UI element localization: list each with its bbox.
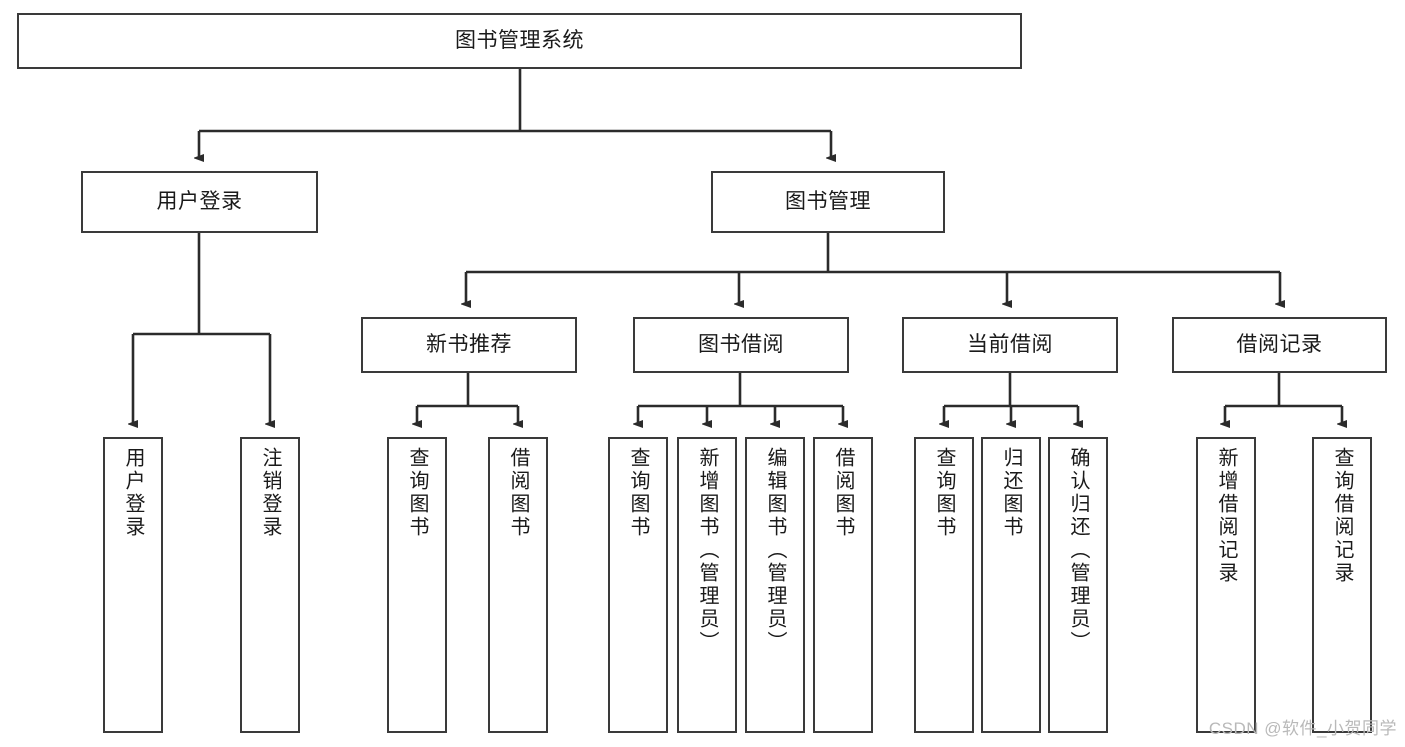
- node-root-label: 图书管理系统: [455, 28, 584, 52]
- node-borrow-record-label: 借阅记录: [1236, 332, 1323, 356]
- leaf-book-borrow-add[interactable]: 新增图书（管理员）: [677, 437, 737, 733]
- node-borrow-record[interactable]: 借阅记录: [1172, 317, 1387, 373]
- leaf-label: 查询图书: [627, 447, 649, 539]
- leaf-current-borrow-query[interactable]: 查询图书: [914, 437, 974, 733]
- leaf-label: 新增借阅记录: [1215, 447, 1237, 585]
- leaf-book-borrow-edit[interactable]: 编辑图书（管理员）: [745, 437, 805, 733]
- leaf-label: 确认归还（管理员）: [1067, 447, 1089, 654]
- node-new-book-recommend[interactable]: 新书推荐: [361, 317, 577, 373]
- leaf-book-borrow-lend[interactable]: 借阅图书: [813, 437, 873, 733]
- leaf-label: 查询图书: [406, 447, 428, 539]
- node-root[interactable]: 图书管理系统: [17, 13, 1022, 69]
- leaf-user-login-logout[interactable]: 注销登录: [240, 437, 300, 733]
- node-book-borrow-label: 图书借阅: [698, 332, 784, 356]
- node-book-management-label: 图书管理: [785, 189, 871, 213]
- watermark: CSDN @软件_小贺同学: [1208, 719, 1397, 738]
- leaf-borrow-record-query[interactable]: 查询借阅记录: [1312, 437, 1372, 733]
- leaf-book-borrow-query[interactable]: 查询图书: [608, 437, 668, 733]
- leaf-borrow-record-add[interactable]: 新增借阅记录: [1196, 437, 1256, 733]
- leaf-label: 查询借阅记录: [1331, 447, 1353, 585]
- leaf-label: 用户登录: [122, 447, 144, 539]
- node-book-management[interactable]: 图书管理: [711, 171, 945, 233]
- node-current-borrow-label: 当前借阅: [967, 332, 1053, 356]
- node-new-book-recommend-label: 新书推荐: [426, 332, 512, 356]
- leaf-user-login-login[interactable]: 用户登录: [103, 437, 163, 733]
- leaf-label: 归还图书: [1000, 447, 1022, 539]
- leaf-label: 借阅图书: [832, 447, 854, 539]
- leaf-label: 注销登录: [259, 447, 281, 539]
- leaf-new-book-borrow[interactable]: 借阅图书: [488, 437, 548, 733]
- leaf-current-borrow-return[interactable]: 归还图书: [981, 437, 1041, 733]
- leaf-new-book-query[interactable]: 查询图书: [387, 437, 447, 733]
- leaf-label: 新增图书（管理员）: [696, 447, 718, 654]
- node-user-login[interactable]: 用户登录: [81, 171, 318, 233]
- leaf-label: 借阅图书: [507, 447, 529, 539]
- leaf-label: 编辑图书（管理员）: [764, 447, 786, 654]
- leaf-label: 查询图书: [933, 447, 955, 539]
- leaf-current-borrow-confirm[interactable]: 确认归还（管理员）: [1048, 437, 1108, 733]
- node-user-login-label: 用户登录: [156, 189, 243, 213]
- node-current-borrow[interactable]: 当前借阅: [902, 317, 1118, 373]
- node-book-borrow[interactable]: 图书借阅: [633, 317, 849, 373]
